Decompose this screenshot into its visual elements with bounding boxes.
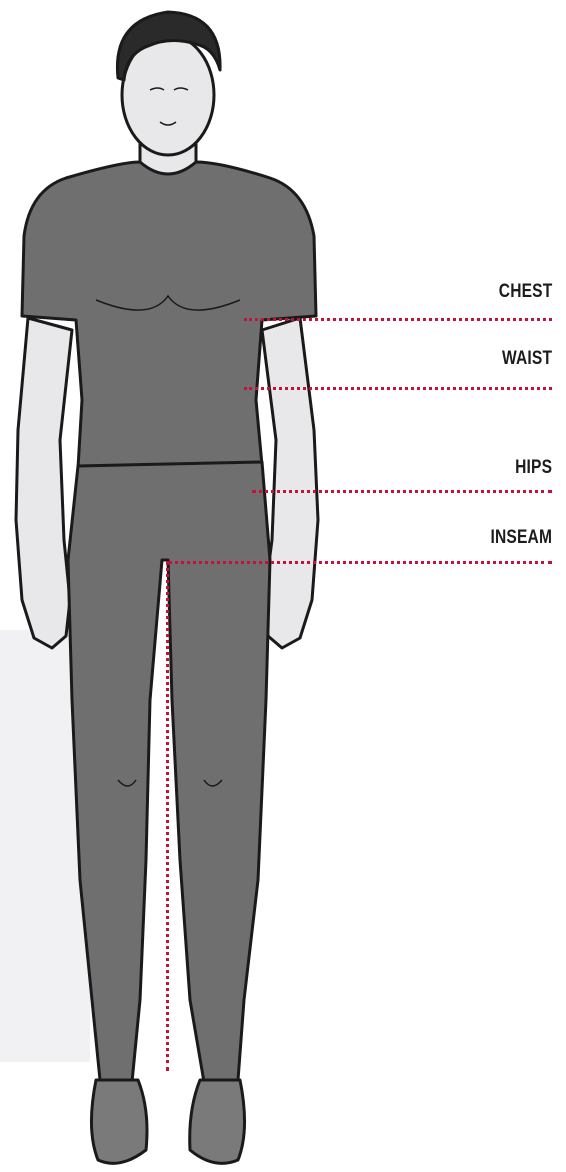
chest-measure-line (244, 318, 552, 321)
waist-label: WAIST (502, 349, 552, 368)
inseam-measure-line (168, 561, 552, 564)
waist-measure-line (244, 387, 552, 390)
right-shoe (190, 1080, 245, 1163)
left-arm (16, 318, 72, 648)
inseam-vertical-line (166, 561, 169, 1071)
inseam-label: INSEAM (490, 528, 552, 547)
pants (68, 462, 270, 1082)
t-shirt (22, 162, 316, 468)
hips-measure-line (252, 490, 552, 493)
hips-label: HIPS (515, 458, 552, 477)
chest-label: CHEST (498, 282, 552, 301)
left-shoe (91, 1080, 147, 1163)
